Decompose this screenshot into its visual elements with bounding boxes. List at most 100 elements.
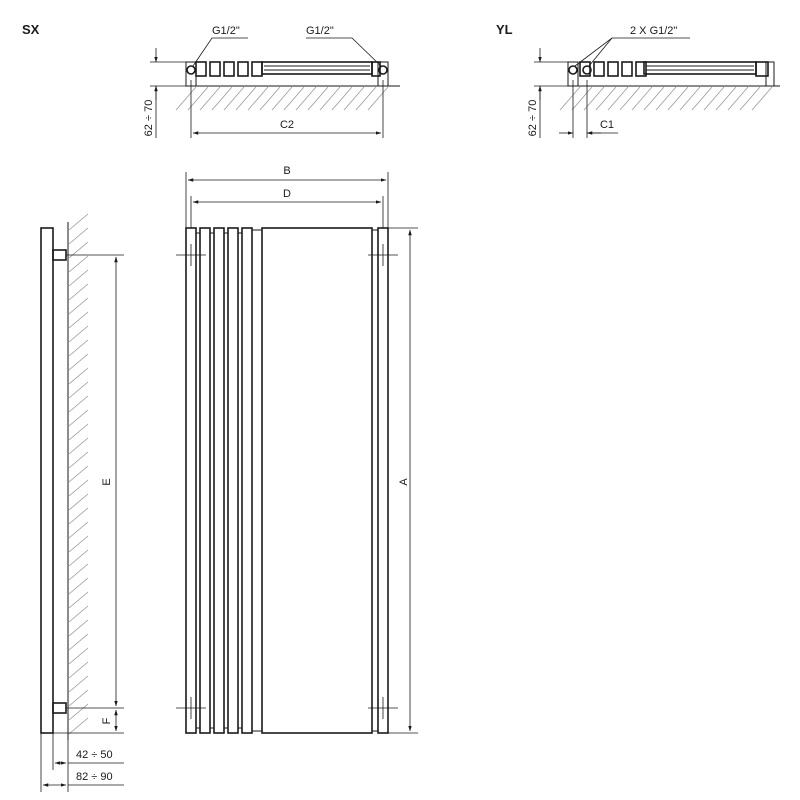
- hatch-line: [295, 86, 317, 111]
- hatch-line: [68, 465, 89, 483]
- hatch-line: [68, 339, 89, 357]
- hatch-line: [68, 633, 89, 651]
- sx-conn-label-left: G1/2": [212, 25, 240, 37]
- hatch-line: [68, 549, 89, 567]
- hatch-line: [331, 86, 353, 111]
- front-mirror-panel: [261, 227, 373, 734]
- hatch-line: [223, 86, 245, 111]
- yl-spacing-label: C1: [600, 119, 614, 131]
- hatch-line: [307, 86, 329, 111]
- front-width-d-label: D: [283, 188, 291, 200]
- yl-wall-hatch: [559, 86, 773, 111]
- hatch-line: [68, 605, 89, 623]
- yl-conn-label: 2 X G1/2": [630, 25, 677, 37]
- hatch-line: [68, 703, 89, 721]
- hatch-line: [235, 86, 257, 111]
- hatch-line: [68, 689, 89, 707]
- yl-connection-b: [582, 65, 592, 75]
- yl-radiator-body: [567, 61, 775, 87]
- hatch-line: [68, 395, 89, 413]
- hatch-line: [691, 86, 713, 111]
- hatch-line: [319, 86, 341, 111]
- hatch-line: [68, 675, 89, 693]
- hatch-line: [68, 535, 89, 553]
- front-tubes: [185, 227, 389, 734]
- hatch-line: [68, 423, 89, 441]
- hatch-line: [703, 86, 725, 111]
- hatch-line: [68, 255, 89, 273]
- hatch-line: [595, 86, 617, 111]
- hatch-line: [68, 577, 89, 595]
- hatch-line: [68, 493, 89, 511]
- hatch-line: [68, 563, 89, 581]
- hatch-line: [259, 86, 281, 111]
- hatch-line: [68, 507, 89, 525]
- hatch-line: [271, 86, 293, 111]
- hatch-line: [751, 86, 773, 111]
- hatch-line: [367, 86, 389, 111]
- sx-title: SX: [22, 22, 40, 37]
- side-total-depth-label: 82 ÷ 90: [76, 771, 113, 783]
- hatch-line: [68, 409, 89, 427]
- hatch-line: [199, 86, 221, 111]
- hatch-line: [68, 661, 89, 679]
- hatch-line: [283, 86, 305, 111]
- sx-connection-left: [186, 65, 196, 75]
- hatch-line: [68, 269, 89, 287]
- yl-leader-b: [588, 37, 613, 67]
- hatch-line: [355, 86, 377, 111]
- hatch-line: [643, 86, 665, 111]
- yl-connection-a: [568, 65, 578, 75]
- front-collector: [196, 232, 242, 729]
- hatch-line: [715, 86, 737, 111]
- side-bracket-top: [52, 249, 67, 261]
- sx-conn-label-right: G1/2": [306, 25, 334, 37]
- hatch-line: [68, 283, 89, 301]
- side-offset-f-label: F: [101, 717, 113, 724]
- front-width-b-label: B: [283, 165, 290, 177]
- hatch-line: [571, 86, 593, 111]
- side-radiator-profile: [40, 227, 54, 734]
- hatch-line: [68, 647, 89, 665]
- hatch-line: [667, 86, 689, 111]
- hatch-line: [68, 479, 89, 497]
- hatch-line: [68, 381, 89, 399]
- side-wall-hatch: [68, 213, 89, 735]
- side-bracket-bottom: [52, 702, 67, 714]
- sx-connection-right: [378, 65, 388, 75]
- side-view: E F 42 ÷ 50 82 ÷ 90: [40, 213, 124, 792]
- hatch-line: [559, 86, 581, 111]
- hatch-line: [655, 86, 677, 111]
- yl-title: YL: [496, 22, 513, 37]
- hatch-line: [631, 86, 653, 111]
- hatch-line: [68, 353, 89, 371]
- hatch-line: [68, 591, 89, 609]
- hatch-line: [679, 86, 701, 111]
- hatch-line: [68, 311, 89, 329]
- side-wall-gap-label: 42 ÷ 50: [76, 749, 113, 761]
- hatch-line: [343, 86, 365, 111]
- hatch-line: [739, 86, 761, 111]
- front-connection-marks: [176, 244, 398, 719]
- sx-depth-label: 62 ÷ 70: [143, 100, 155, 137]
- hatch-line: [68, 325, 89, 343]
- sx-leader-right: [306, 37, 382, 67]
- hatch-line: [68, 227, 89, 245]
- hatch-line: [619, 86, 641, 111]
- hatch-line: [211, 86, 233, 111]
- hatch-line: [68, 213, 89, 231]
- side-height-e-label: E: [101, 478, 113, 485]
- sx-top-view: SX G1/2" G1/2" 62: [22, 22, 400, 138]
- front-height-a-label: A: [398, 478, 410, 486]
- hatch-line: [607, 86, 629, 111]
- hatch-line: [727, 86, 749, 111]
- hatch-line: [68, 717, 89, 735]
- hatch-line: [68, 619, 89, 637]
- yl-depth-label: 62 ÷ 70: [527, 100, 539, 137]
- sx-leader-left: [192, 37, 248, 67]
- hatch-line: [175, 86, 197, 111]
- hatch-line: [247, 86, 269, 111]
- front-view: B D A: [176, 165, 418, 734]
- hatch-line: [68, 241, 89, 259]
